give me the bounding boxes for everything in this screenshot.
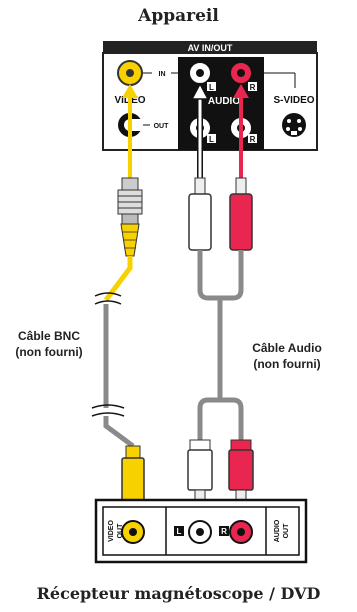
video-out-label-2: OUT: [117, 523, 124, 539]
panel-label: AV IN/OUT: [188, 43, 233, 53]
audio-cable-label-line1: Câble Audio: [252, 341, 322, 355]
source-device-title: Récepteur magnétoscope / DVD: [36, 584, 321, 603]
video-arrow-head: [122, 84, 138, 98]
bnc-cable-label: Câble BNC (non fourni): [3, 328, 95, 360]
svideo-label: S-VIDEO: [273, 95, 314, 106]
audio-top-plug-left: [188, 177, 212, 251]
left-tag: L: [209, 83, 214, 92]
out-label: OUT: [154, 123, 170, 130]
audio-cable-label: Câble Audio (non fourni): [232, 340, 342, 372]
audio-out-label-1: AUDIO: [274, 519, 281, 542]
audio-left-arrow-head: [190, 82, 210, 100]
audio-out-right-source-jack[interactable]: [229, 520, 253, 544]
bottom-left-tag: L: [177, 527, 182, 536]
left-tag-2: L: [209, 135, 214, 144]
svideo-jack[interactable]: [282, 113, 306, 137]
audio-out-label-2: OUT: [283, 523, 290, 539]
right-tag-box: [248, 82, 257, 91]
audio-right-arrow-head: [233, 84, 249, 98]
bnc-cable-label-line1: Câble BNC: [17, 329, 80, 343]
right-tag-2: R: [250, 135, 256, 144]
audio-in-left-jack[interactable]: [188, 61, 212, 85]
right-tag: R: [250, 83, 256, 92]
audio-cable-bottom: [197, 397, 244, 440]
audio-cable-label-line2: (non fourni): [253, 357, 321, 371]
audio-label: AUDIO: [208, 96, 240, 107]
bottom-right-tag: R: [221, 527, 227, 536]
bnc-top-plug: [117, 177, 143, 257]
video-out-label-1: VIDEO: [108, 520, 115, 542]
audio-in-right-jack[interactable]: [229, 61, 253, 85]
bnc-cable-yellow: [104, 256, 133, 302]
audio-out-left-source-jack[interactable]: [188, 520, 212, 544]
video-in-jack[interactable]: [117, 60, 143, 86]
in-label: IN: [159, 71, 166, 78]
bottom-left-tag-box: [174, 526, 184, 536]
video-out-source-jack[interactable]: [121, 520, 145, 544]
bnc-cable-label-line2: (non fourni): [15, 345, 83, 359]
left-tag-box-2: [207, 134, 216, 143]
bottom-right-tag-box: [219, 526, 229, 536]
left-tag-box: [207, 82, 216, 91]
audio-top-plug-right: [229, 177, 253, 251]
audio-cable-top: [197, 250, 244, 301]
right-tag-box-2: [248, 134, 257, 143]
device-title: Appareil: [138, 6, 219, 26]
